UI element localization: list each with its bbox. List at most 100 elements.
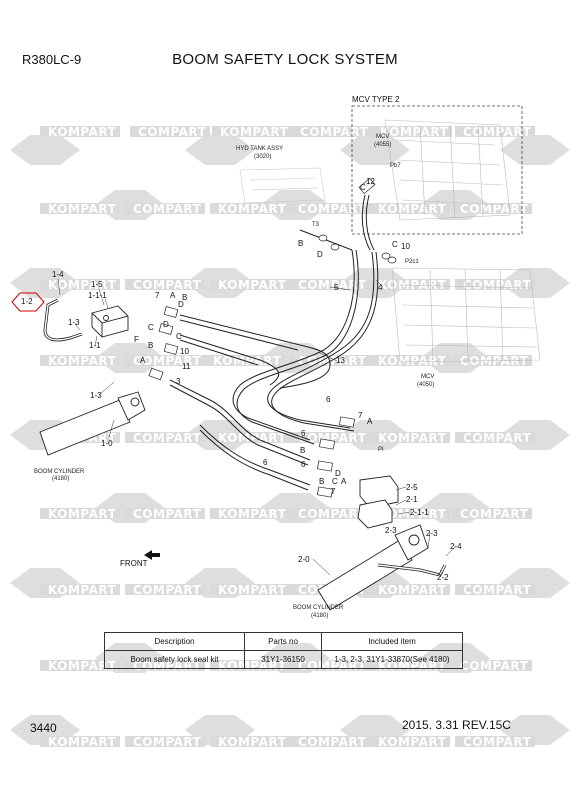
mcv-type2-box (351, 105, 523, 235)
cell-description: Boom safety lock seal kit (104, 650, 245, 669)
part-11: 11 (182, 362, 191, 371)
valve-block-1 (91, 305, 129, 338)
part-B2: B (148, 341, 153, 350)
part-B5: B (319, 477, 324, 486)
mcv-top-body (384, 119, 511, 221)
watermark-text: KOMPART (378, 583, 447, 597)
part-6d: 6 (301, 460, 306, 469)
part-A2: A (140, 356, 146, 365)
label-hyd-tank-no: (3020) (254, 154, 271, 160)
part-A1: A (170, 291, 176, 300)
watermark-text: COMPART (298, 354, 367, 368)
part-D3: D (317, 250, 323, 259)
watermark-text: KOMPART (218, 735, 287, 749)
part-1-1-1: 1-1-1 (88, 291, 107, 300)
parts-table-header-row: Description Parts no Included item (104, 632, 463, 651)
part-A4: A (341, 477, 347, 486)
part-2-2: 2-2 (437, 573, 449, 582)
watermark-text: COMPART (463, 583, 532, 597)
part-1-1: 1-1 (89, 341, 101, 350)
watermark-text: KOMPART (48, 583, 117, 597)
leader-lines (57, 278, 456, 576)
parts-table: Description Parts no Included item Boom … (104, 632, 463, 669)
part-6a: 6 (326, 395, 331, 404)
part-4: 4 (378, 283, 383, 292)
part-6b: 6 (301, 429, 306, 438)
watermark-text: COMPART (133, 735, 202, 749)
part-7: 7 (155, 291, 160, 300)
watermark-text: KOMPART (48, 507, 117, 521)
part-1-3: 1-3 (68, 318, 80, 327)
part-12: 12 (366, 177, 375, 186)
page-number: 3440 (30, 721, 57, 735)
col-description: Description (104, 632, 245, 651)
boom-cylinder-left (39, 391, 146, 456)
part-10a: 10 (180, 347, 189, 356)
hose-lines (169, 194, 379, 491)
valve-block-2 (357, 475, 399, 529)
boom-cylinder-right (317, 524, 429, 611)
part-F: F (134, 335, 139, 344)
watermark-text: KOMPART (218, 431, 287, 445)
part-B3: B (298, 239, 303, 248)
watermark-text: COMPART (133, 507, 202, 521)
watermark-text: COMPART (463, 278, 532, 292)
revision-date: 2015. 3.31 REV.15C (402, 718, 511, 732)
label-boom-cyl-right: BOOM CYLINDER (293, 605, 344, 611)
watermark-text: KOMPART (48, 659, 117, 673)
watermark-text: KOMPART (378, 202, 447, 216)
watermark-text: COMPART (463, 125, 532, 139)
model-number: R380LC-9 (22, 52, 82, 67)
watermark-text: COMPART (133, 354, 202, 368)
watermark-text: COMPART (298, 202, 367, 216)
part-5: 5 (334, 283, 339, 292)
part-1-0: 1-0 (101, 439, 113, 448)
part-A3: A (367, 417, 373, 426)
watermark-text: COMPART (300, 125, 369, 139)
front-label: FRONT (120, 559, 148, 568)
part-C1: C (148, 323, 154, 332)
part-6c: 6 (263, 458, 268, 467)
part-3: 3 (176, 377, 181, 386)
part-B1: B (182, 293, 187, 302)
col-parts-no: Parts no (244, 632, 322, 651)
label-boom-cyl-left-no: (4180) (52, 476, 69, 482)
watermark-text: COMPART (133, 202, 202, 216)
part-1-3b: 1-3 (90, 391, 102, 400)
label-port-p2c1: P2c1 (405, 259, 419, 265)
watermark-text: KOMPART (378, 735, 447, 749)
watermark-text: KOMPART (380, 125, 449, 139)
front-arrow (144, 550, 160, 560)
watermark-text: COMPART (460, 202, 529, 216)
part-C5: C (332, 477, 338, 486)
label-hyd-tank: HYD TANK ASSY (236, 146, 283, 152)
watermark-text: COMPART (133, 431, 202, 445)
watermark-text: KOMPART (378, 431, 447, 445)
part-B4: B (300, 446, 305, 455)
page-title: BOOM SAFETY LOCK SYSTEM (172, 51, 398, 68)
watermark-text: KOMPART (378, 507, 447, 521)
hyd-tank-sketch (239, 167, 326, 204)
part-2-3b: 2-3 (385, 526, 397, 535)
part-1-2: 1-2 (21, 297, 33, 306)
watermark-text: KOMPART (48, 354, 117, 368)
label-port-pi: PI (378, 447, 384, 453)
part-2-1: 2-1 (406, 495, 418, 504)
watermark-text: COMPART (460, 659, 529, 673)
watermark-text: COMPART (133, 278, 202, 292)
label-boom-cyl-left: BOOM CYLINDER (34, 469, 85, 475)
col-included-item: Included item (321, 632, 463, 651)
cell-included-item: 1-3, 2-3, 31Y1-33870(See 4180) (321, 650, 463, 669)
watermark-text: COMPART (298, 507, 367, 521)
part-10b: 10 (401, 242, 410, 251)
part-2-3: 2-3 (426, 529, 438, 538)
part-7c: 7 (331, 487, 336, 496)
label-mcv-top-no: (4055) (374, 142, 391, 148)
watermark-text: COMPART (463, 735, 532, 749)
watermark-text: KOMPART (48, 735, 117, 749)
watermark-text: COMPART (298, 735, 367, 749)
part-2-5: 2-5 (406, 483, 418, 492)
watermark-text: KOMPART (218, 507, 287, 521)
watermark-text: COMPART (298, 431, 367, 445)
